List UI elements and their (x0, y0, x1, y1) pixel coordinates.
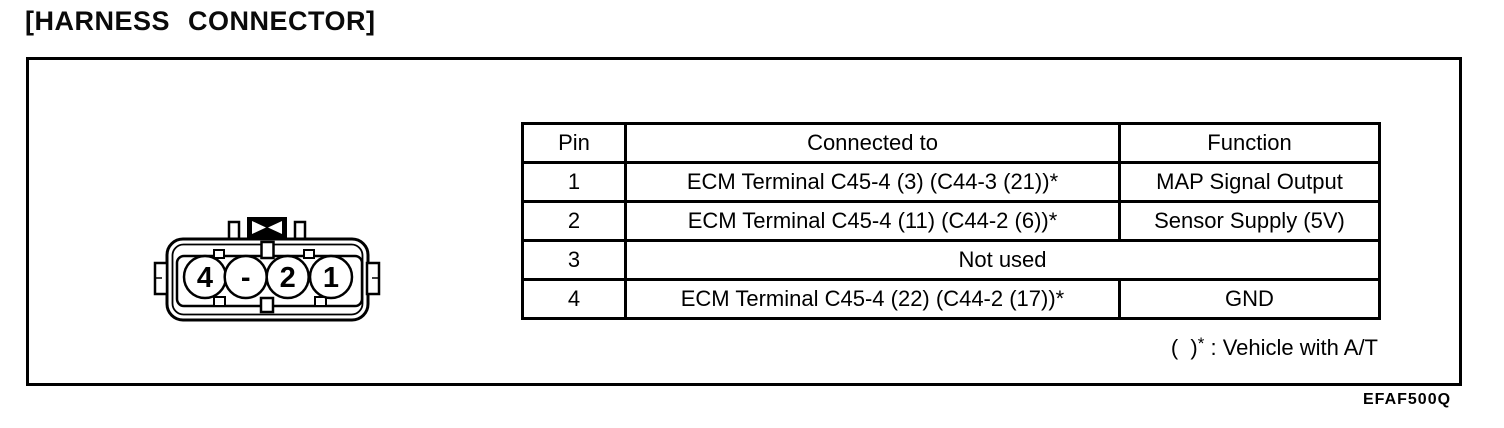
cell-function: GND (1118, 278, 1381, 320)
cell-not-used: Not used (624, 239, 1381, 281)
pin-label-2: 2 (280, 262, 296, 294)
table-row-pin-3: 3 Not used (521, 239, 1381, 281)
latch-block (247, 217, 287, 238)
footnote-text: : Vehicle with A/T (1204, 335, 1378, 360)
pin-label-dash: - (241, 262, 251, 294)
latch-bowtie-left (252, 221, 266, 234)
cell-pin: 4 (521, 278, 627, 320)
page-title: [HARNESS CONNECTOR] (25, 6, 376, 36)
pin-circle-1 (308, 254, 354, 300)
pin-label-1: 1 (323, 262, 339, 294)
key-channel-top (260, 240, 275, 260)
cell-function: MAP Signal Output (1118, 161, 1381, 203)
table-row-pin-4: 4 ECM Terminal C45-4 (22) (C44-2 (17))* … (521, 278, 1381, 320)
key-notch-top-left (213, 249, 225, 259)
table-row-pin-1: 1 ECM Terminal C45-4 (3) (C44-3 (21))* M… (521, 161, 1381, 203)
key-channel-bottom (259, 296, 275, 314)
cell-pin: 3 (521, 239, 627, 281)
cell-pin: 1 (521, 161, 627, 203)
cell-function: Sensor Supply (5V) (1118, 200, 1381, 242)
header-connected-to: Connected to (624, 122, 1121, 164)
key-notch-bottom-left (213, 296, 226, 307)
figure-code: EFAF500Q (1363, 391, 1452, 408)
footnote-paren: ( ) (1170, 335, 1198, 360)
cell-connected-to: ECM Terminal C45-4 (22) (C44-2 (17))* (624, 278, 1121, 320)
table-header-row: Pin Connected to Function (521, 122, 1381, 164)
pin-circle-2 (265, 254, 310, 300)
pin-assignment-table: Pin Connected to Function 1 ECM Terminal… (521, 122, 1381, 320)
footnote-asterisk: * (1197, 334, 1205, 353)
key-notch-top-right (303, 249, 315, 259)
pin-label-4: 4 (197, 262, 213, 294)
table-row-pin-2: 2 ECM Terminal C45-4 (11) (C44-2 (6))* S… (521, 200, 1381, 242)
cell-connected-to: ECM Terminal C45-4 (3) (C44-3 (21))* (624, 161, 1121, 203)
key-notch-bottom-right (314, 296, 327, 307)
cell-pin: 2 (521, 200, 627, 242)
table-footnote: ( )* : Vehicle with A/T (521, 334, 1378, 361)
latch-bowtie-right (268, 221, 282, 234)
cell-connected-to: ECM Terminal C45-4 (11) (C44-2 (6))* (624, 200, 1121, 242)
header-function: Function (1118, 122, 1381, 164)
harness-connector-diagram: 4 - 2 1 (153, 217, 381, 322)
header-pin: Pin (521, 122, 627, 164)
